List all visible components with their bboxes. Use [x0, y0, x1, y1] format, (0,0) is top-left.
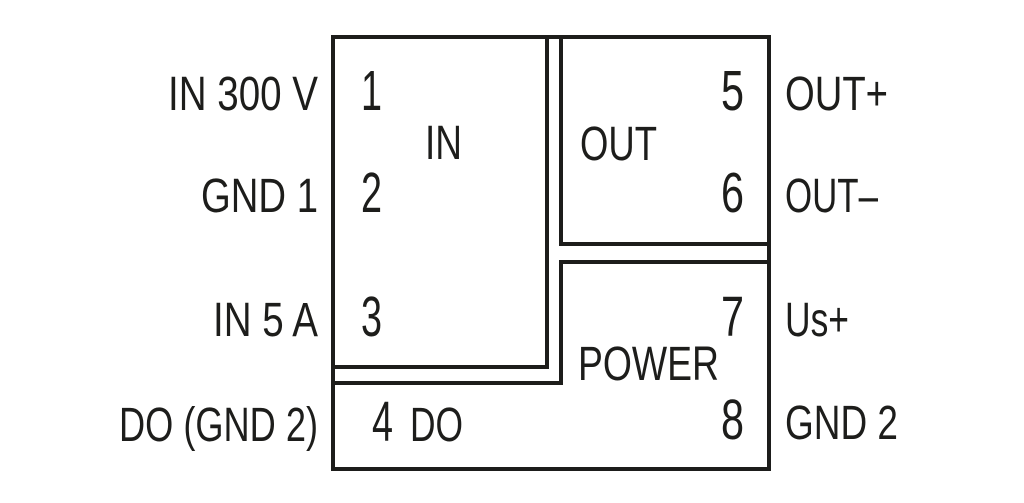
pin-1-label: IN 300 V: [168, 68, 318, 121]
module-outline: [331, 35, 771, 471]
out-block-label: OUT: [580, 118, 657, 171]
pin-5-number: 5: [721, 59, 744, 123]
pin-2-number: 2: [361, 161, 382, 225]
pin-5-label: OUT+: [785, 68, 888, 121]
pin-7-label: Us+: [785, 294, 849, 347]
pin-8-label: GND 2: [785, 397, 898, 450]
pin-4-number: 4: [372, 390, 393, 454]
pin-7-number: 7: [721, 285, 744, 349]
out-block-border: [559, 35, 771, 246]
in-block-label: IN: [425, 117, 462, 170]
pin-3-label: IN 5 A: [213, 294, 318, 347]
pin-6-label: OUT–: [785, 170, 878, 223]
pin-8-number: 8: [721, 388, 744, 452]
pin-6-number: 6: [721, 161, 744, 225]
pin-3-number: 3: [361, 285, 382, 349]
pin-4-label: DO (GND 2): [119, 399, 318, 452]
in-block-border: [331, 35, 549, 369]
do-block-label: DO: [410, 399, 463, 452]
pin-2-label: GND 1: [201, 170, 318, 223]
pin-1-number: 1: [361, 59, 382, 123]
power-block-label: POWER: [578, 338, 719, 391]
power-block-border: [331, 260, 771, 385]
